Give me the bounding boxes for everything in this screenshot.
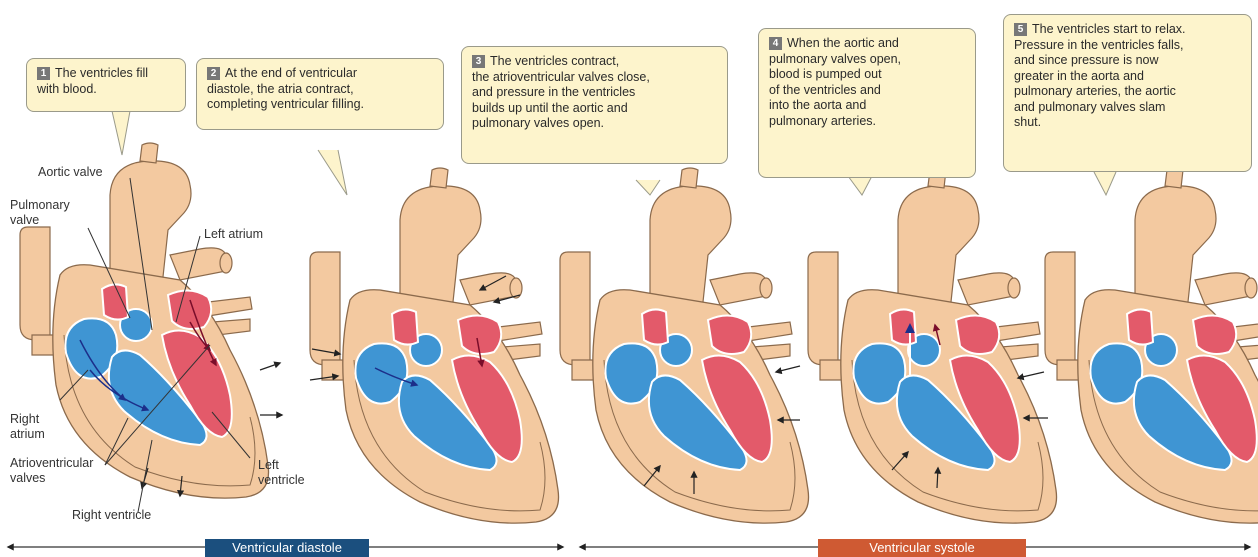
label-aortic-valve: Aortic valve [38, 165, 103, 180]
heart-stage-4 [808, 168, 1057, 523]
heart-stage-2 [310, 168, 559, 523]
label-right-atrium: Right atrium [10, 412, 45, 442]
label-atrioventricular-valves: Atrioventricular valves [10, 456, 93, 486]
heart-stage-3 [560, 168, 809, 523]
step-number: 4 [769, 37, 782, 50]
phase-ventricular-diastole: Ventricular diastole [205, 539, 369, 557]
label-left-atrium: Left atrium [204, 227, 263, 242]
label-left-ventricle: Left ventricle [258, 458, 305, 488]
label-right-ventricle: Right ventricle [72, 508, 151, 523]
step-text: The ventricles contract, the atrioventri… [472, 54, 650, 130]
phase-ventricular-systole: Ventricular systole [818, 539, 1026, 557]
heart-stage-1 [20, 143, 269, 498]
step-text: At the end of ventricular diastole, the … [207, 66, 364, 111]
label-pulmonary-valve: Pulmonary valve [10, 198, 70, 228]
step-number: 3 [472, 55, 485, 68]
step-text: The ventricles start to relax. Pressure … [1014, 22, 1186, 129]
step-number: 1 [37, 67, 50, 80]
heart-stage-5 [1045, 168, 1258, 523]
step-text: The ventricles fill with blood. [37, 66, 148, 96]
step-number: 5 [1014, 23, 1027, 36]
step-text: When the aortic and pulmonary valves ope… [769, 36, 901, 128]
step-number: 2 [207, 67, 220, 80]
